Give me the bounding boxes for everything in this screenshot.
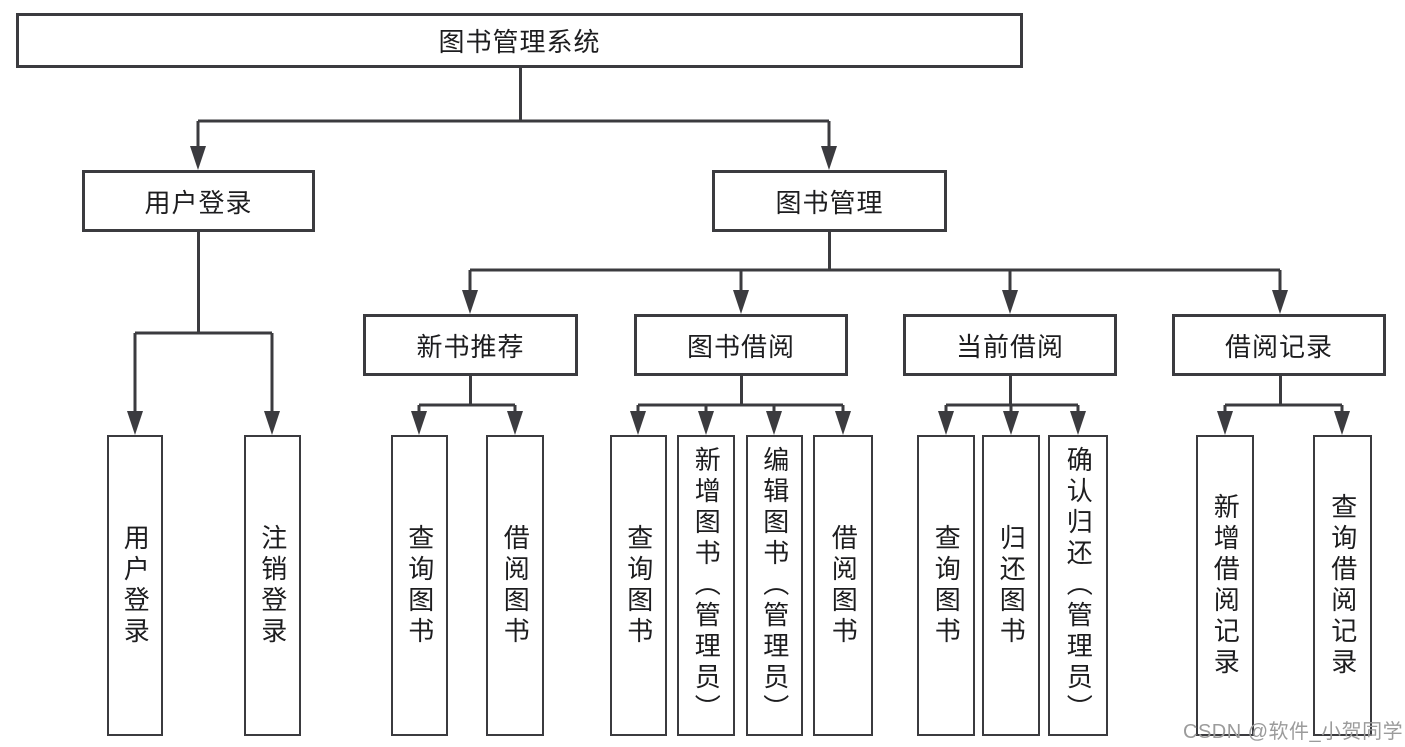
leaf-add-borrow-record: 新增借阅记录 xyxy=(1196,435,1254,736)
leaf-add-books-admin: 新增图书（管理员） xyxy=(677,435,735,736)
leaf-query-books: 查询图书 xyxy=(610,435,667,736)
arrowheads xyxy=(127,146,1350,435)
csdn-watermark: CSDN @软件_小贺同学 xyxy=(1183,721,1404,743)
leaf-logout: 注销登录 xyxy=(244,435,301,736)
leaf-borrow-books: 借阅图书 xyxy=(813,435,873,736)
node-book-borrowing: 图书借阅 xyxy=(634,314,848,376)
node-library-management-system: 图书管理系统 xyxy=(16,13,1023,68)
node-book-management: 图书管理 xyxy=(712,170,947,232)
node-new-book-recommendation: 新书推荐 xyxy=(363,314,578,376)
leaf-query-borrow-record: 查询借阅记录 xyxy=(1313,435,1372,736)
leaf-query-books: 查询图书 xyxy=(917,435,975,736)
leaf-return-books: 归还图书 xyxy=(982,435,1040,736)
leaf-borrow-books: 借阅图书 xyxy=(486,435,544,736)
node-borrowing-records: 借阅记录 xyxy=(1172,314,1386,376)
leaf-confirm-return-admin: 确认归还（管理员） xyxy=(1048,435,1108,736)
leaf-user-login: 用户登录 xyxy=(107,435,163,736)
node-current-borrowing: 当前借阅 xyxy=(903,314,1117,376)
connector-paths xyxy=(133,68,1344,411)
node-user-login: 用户登录 xyxy=(82,170,315,232)
leaf-query-books: 查询图书 xyxy=(391,435,448,736)
leaf-edit-books-admin: 编辑图书（管理员） xyxy=(746,435,803,736)
